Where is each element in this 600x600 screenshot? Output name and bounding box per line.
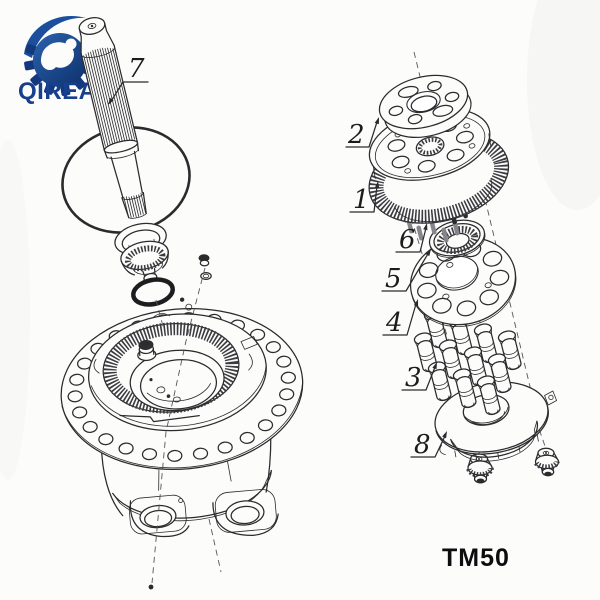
drive-shaft [78,17,149,220]
callout-3: 3 [401,362,437,393]
callout-6: 6 [395,223,428,255]
callout-7-label: 7 [128,54,145,84]
model-label: TM50 [442,544,510,572]
centerlines-left [148,267,222,590]
lock-nut-right [534,447,560,477]
callout-2-label: 2 [347,120,365,150]
callout-1-label: 1 [353,185,370,215]
callout-6-label: 6 [399,225,416,255]
o-ring [131,277,175,307]
callout-8: 8 [410,430,447,460]
retainer-plate [409,236,517,328]
callout-4-label: 4 [385,308,403,338]
valve-plate [378,74,472,138]
scan-smudge [527,0,600,210]
small-plug-and-ring [198,254,212,281]
callout-4: 4 [382,299,419,338]
callout-1: 1 [349,181,380,215]
gearbox-housing [60,297,304,538]
scan-smudge [0,140,30,480]
callout-3-label: 3 [405,363,422,393]
callout-2: 2 [345,117,379,150]
grease-stud [137,339,157,362]
callouts: 7 2 1 6 5 4 3 [108,54,447,460]
callout-5-label: 5 [385,264,402,294]
callout-8-label: 8 [414,430,431,460]
bearing-cone [120,240,169,283]
callout-7: 7 [108,54,149,105]
callout-5: 5 [381,249,431,294]
